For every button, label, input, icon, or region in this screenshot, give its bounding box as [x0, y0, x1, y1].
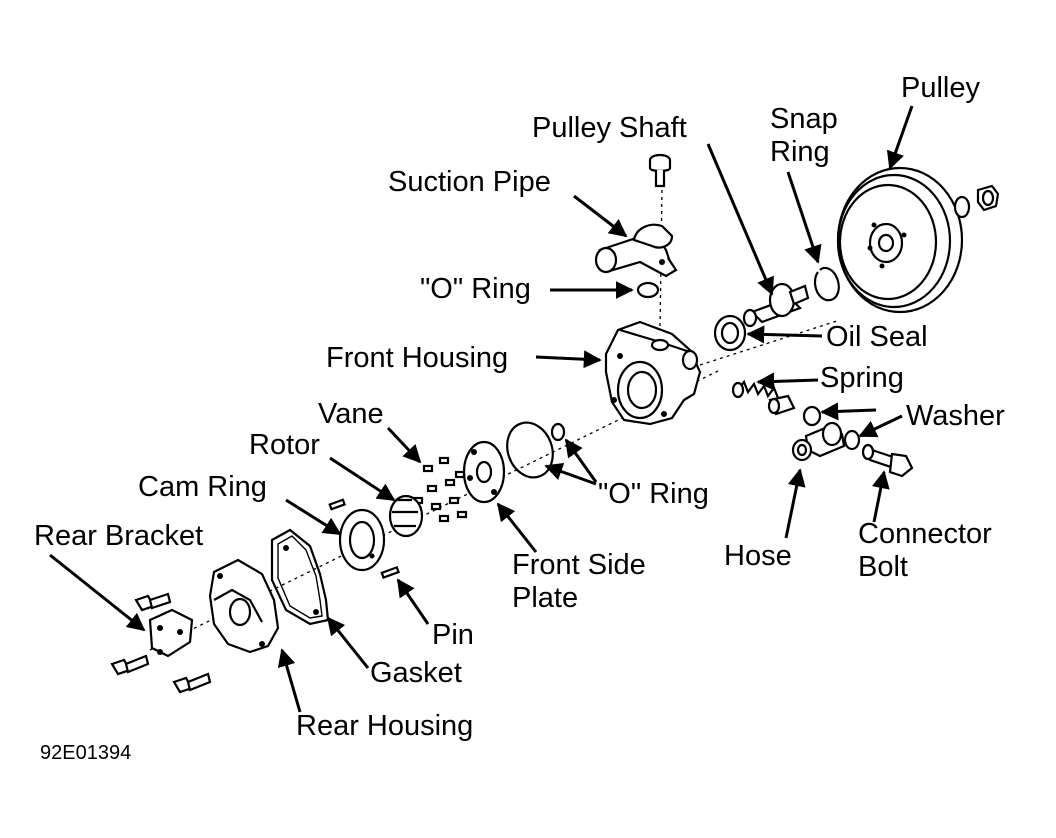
label-snap-ring: Snap Ring [770, 103, 838, 168]
label-rear-bracket: Rear Bracket [34, 520, 204, 552]
front-housing-part [604, 320, 702, 426]
pulley-nut-part [976, 184, 1000, 212]
label-pulley-shaft: Pulley Shaft [532, 112, 687, 144]
snap-ring-part [813, 266, 840, 302]
pin-upper-part [328, 498, 347, 511]
hose-fitting-part [791, 421, 846, 462]
label-vane: Vane [318, 398, 384, 430]
label-oil-seal: Oil Seal [826, 321, 928, 353]
vanes-part [412, 456, 468, 523]
o-ring-large-part [506, 421, 554, 479]
gasket-part [270, 528, 330, 626]
bracket-bolt-left-part [110, 654, 150, 676]
oil-seal-part [713, 314, 747, 352]
cam-ring-part [338, 508, 386, 572]
label-front-side-plate: Front Side Plate [512, 549, 646, 614]
label-washer: Washer [906, 400, 1005, 432]
pulley-shaft-part [742, 282, 810, 328]
front-side-plate-part [462, 440, 506, 504]
label-o-ring-top: "O" Ring [420, 273, 531, 305]
label-spring: Spring [820, 362, 904, 394]
label-pulley: Pulley [901, 72, 980, 104]
pipe-bolt-part [648, 153, 672, 188]
label-cam-ring: Cam Ring [138, 471, 267, 503]
bracket-bolt-upper-part [134, 592, 172, 612]
label-rear-housing: Rear Housing [296, 710, 474, 742]
figure-code: 92E01394 [40, 742, 132, 764]
leader-arrows [49, 105, 914, 713]
rear-bracket-part [148, 608, 194, 658]
washer-upper-part [802, 405, 822, 427]
o-ring-top-part [636, 281, 660, 299]
label-connector-bolt: Connector Bolt [858, 518, 992, 583]
pulley-washer-part [953, 195, 971, 219]
rotor-part [388, 494, 424, 538]
bracket-bolt-lower-part [172, 672, 212, 694]
label-pin: Pin [432, 619, 474, 651]
label-hose: Hose [724, 540, 792, 572]
o-ring-small-part [550, 422, 566, 442]
spring-part [731, 379, 780, 399]
label-gasket: Gasket [370, 657, 462, 689]
label-o-ring-lower: "O" Ring [598, 478, 709, 510]
suction-pipe-part [594, 223, 678, 278]
washer-lower-part [843, 429, 861, 451]
label-front-housing: Front Housing [326, 342, 509, 374]
label-suction-pipe: Suction Pipe [388, 166, 551, 198]
connector-bolt-part [861, 443, 914, 478]
rear-housing-part [208, 558, 280, 654]
plug-part [767, 394, 796, 416]
label-rotor: Rotor [249, 429, 320, 461]
pin-lower-part [380, 565, 400, 579]
pulley-part [836, 166, 964, 314]
